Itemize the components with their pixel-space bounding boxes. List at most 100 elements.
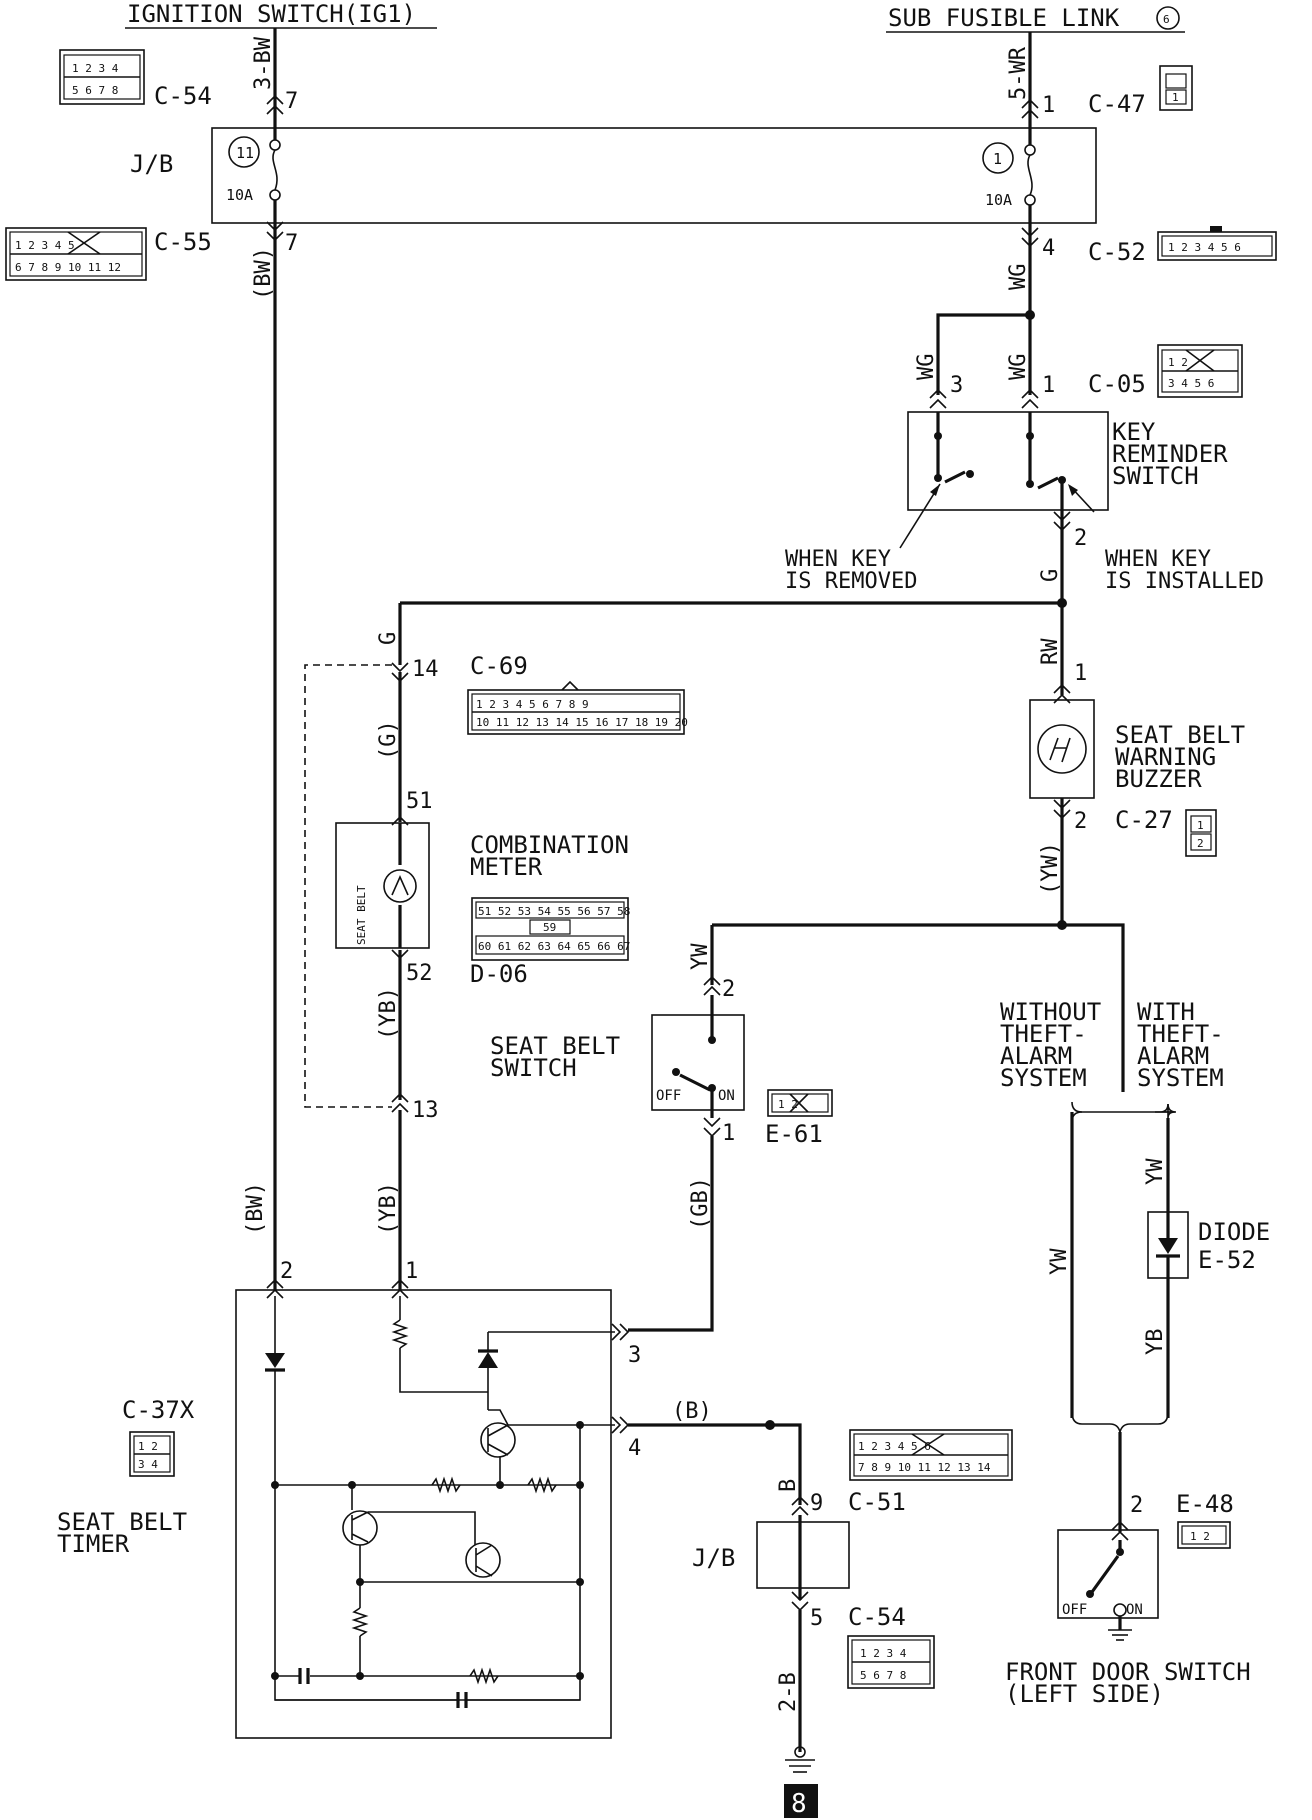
jb-top-box <box>211 127 1097 224</box>
wire-wg-a: WG <box>1006 264 1031 291</box>
c05-row2: 3 4 5 6 <box>1168 377 1214 390</box>
with-theft-line1: WITH <box>1137 998 1195 1026</box>
wire-2b: 2-B <box>776 1672 801 1712</box>
connector-e61-icon <box>767 1089 833 1117</box>
buzzer-line3: BUZZER <box>1115 765 1202 793</box>
pin-krs-3: 3 <box>950 373 963 398</box>
seat-belt-timer-box <box>235 1289 612 1739</box>
c69-row1: 1 2 3 4 5 6 7 8 9 <box>476 698 589 711</box>
wire-yw-diode: YW <box>1143 1158 1168 1185</box>
pin-ig-7: 7 <box>285 89 298 114</box>
pin-meter-51: 51 <box>406 789 433 814</box>
connector-e52: E-52 <box>1198 1246 1256 1274</box>
key-reminder-line1: KEY <box>1112 418 1156 446</box>
door-switch-line1: FRONT DOOR SWITCH <box>1005 1658 1251 1686</box>
buzzer-line1: SEAT BELT <box>1115 721 1245 749</box>
d06-row2: 59 <box>543 921 556 934</box>
connector-c37x: C-37X <box>122 1396 195 1424</box>
when-removed-line2: IS REMOVED <box>785 569 917 594</box>
wire-5wr: 5-WR <box>1006 46 1031 100</box>
fuse-left-number-circle <box>228 136 260 168</box>
pin-sw-1: 1 <box>722 1121 735 1146</box>
timer-transistor-1 <box>480 1422 516 1458</box>
when-installed-line1: WHEN KEY <box>1105 547 1211 572</box>
wire-wg-b: WG <box>914 354 939 381</box>
connector-c54-bottom: C-54 <box>848 1603 906 1631</box>
connector-d06-icon <box>471 897 629 961</box>
seat-belt-warning-lamp-icon <box>383 869 417 903</box>
pin-krs-1: 1 <box>1042 373 1055 398</box>
with-theft-line4: SYSTEM <box>1137 1064 1224 1092</box>
pin-c69-14: 14 <box>412 657 439 682</box>
timer-resistor-5 <box>469 1667 499 1685</box>
c47-row1: 1 <box>1172 91 1179 104</box>
pin-meter-52: 52 <box>406 961 433 986</box>
c05-row1: 1 2 <box>1168 356 1188 369</box>
c51-row2: 7 8 9 10 11 12 13 14 <box>858 1461 991 1474</box>
without-theft-line3: ALARM <box>1000 1042 1072 1070</box>
jb-bottom-box <box>756 1521 850 1589</box>
e48-row1: 1 2 <box>1190 1530 1210 1543</box>
c54-top-row2: 5 6 7 8 <box>72 84 118 97</box>
connector-d06: D-06 <box>470 960 528 988</box>
ignition-switch-label: IGNITION SWITCH(IG1) <box>127 0 416 28</box>
buzzer-box <box>1029 699 1095 799</box>
buzzer-line2: WARNING <box>1115 743 1216 771</box>
pin-sw-2: 2 <box>722 977 735 1002</box>
key-reminder-line2: REMINDER <box>1112 440 1228 468</box>
fuse-right-amp: 10A <box>985 191 1012 209</box>
c54-top-row1: 1 2 3 4 <box>72 62 119 75</box>
when-installed-line2: IS INSTALLED <box>1105 569 1264 594</box>
without-theft-line4: SYSTEM <box>1000 1064 1087 1092</box>
jb-bottom-label: J/B <box>692 1544 735 1572</box>
key-reminder-switch-box <box>907 411 1109 511</box>
wire-3bw: 3-BW <box>251 36 276 90</box>
ground-symbol-icon <box>785 1746 815 1773</box>
diode-label: DIODE <box>1198 1218 1270 1246</box>
connector-c54-bottom-icon <box>847 1635 935 1689</box>
fuse-left-amp: 10A <box>226 186 253 204</box>
c54-bottom-row2: 5 6 7 8 <box>860 1669 906 1682</box>
connector-c55: C-55 <box>154 228 212 256</box>
jb-top-label: J/B <box>130 150 173 178</box>
connector-e61: E-61 <box>765 1120 823 1148</box>
wire-yw-paren: (YW) <box>1038 842 1063 895</box>
c69-row2: 10 11 12 13 14 15 16 17 18 19 20 <box>476 716 688 729</box>
connector-c27-icon <box>1185 809 1217 857</box>
connector-c37x-icon <box>129 1431 175 1477</box>
seat-belt-switch-line1: SEAT BELT <box>490 1032 620 1060</box>
wire-gb: (GB) <box>688 1177 713 1230</box>
door-switch-line2: (LEFT SIDE) <box>1005 1680 1164 1708</box>
buzzer-icon <box>1037 724 1087 774</box>
timer-label-line2: TIMER <box>57 1530 130 1558</box>
fuse-left <box>272 149 278 191</box>
door-switch-on: ON <box>1126 1602 1143 1618</box>
fusible-number-circle <box>1156 6 1180 30</box>
wire-b-paren: (B) <box>672 1399 712 1424</box>
pin-ig-7b: 7 <box>285 231 298 256</box>
timer-transistor-3 <box>465 1542 501 1578</box>
without-theft-line2: THEFT- <box>1000 1020 1087 1048</box>
c55-row1: 1 2 3 4 5 <box>15 239 75 252</box>
connector-c27: C-27 <box>1115 806 1173 834</box>
diode-icon <box>1158 1238 1178 1254</box>
ground-ref-box <box>784 1784 818 1818</box>
pin-jb-9: 9 <box>810 1491 823 1516</box>
c54-bottom-row1: 1 2 3 4 <box>860 1647 907 1660</box>
e61-row1: 1 2 <box>778 1098 798 1111</box>
connector-e48: E-48 <box>1176 1490 1234 1518</box>
pin-krs-2: 2 <box>1074 526 1087 551</box>
c52-row1: 1 2 3 4 5 6 <box>1168 241 1241 254</box>
c51-row1: 1 2 3 4 5 6 <box>858 1440 931 1453</box>
timer-resistor-3 <box>527 1476 557 1494</box>
timer-diode-1 <box>265 1353 285 1368</box>
connector-c69: C-69 <box>470 652 528 680</box>
without-theft-line1: WITHOUT <box>1000 998 1101 1026</box>
timer-resistor-2 <box>431 1476 461 1494</box>
connector-c55-icon <box>5 227 147 281</box>
connector-c52-icon <box>1157 226 1277 261</box>
meter-lamp-label: SEAT BELT <box>355 885 368 945</box>
wire-bw-lower: (BW) <box>243 1182 268 1235</box>
fuse-right-number-circle <box>982 142 1014 174</box>
